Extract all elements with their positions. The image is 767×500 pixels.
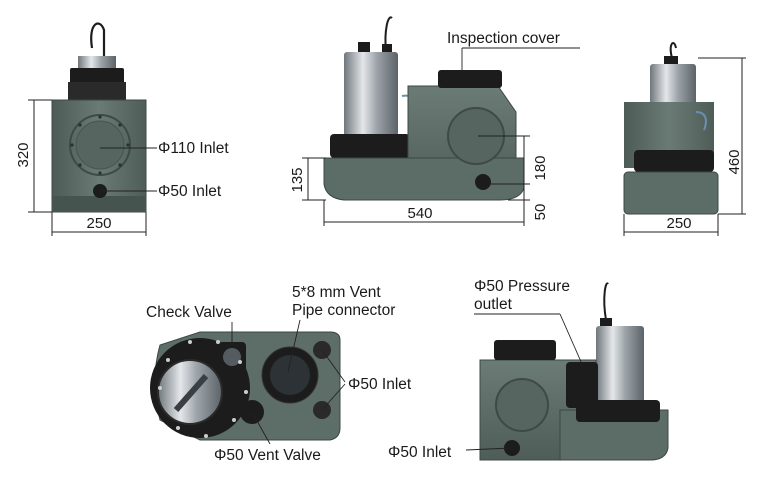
side-view: Inspection cover 135 540 180 50 <box>289 16 580 226</box>
front-view: 320 250 Φ110 Inlet Φ50 Inlet <box>15 22 229 236</box>
label-inlet-110: Φ110 Inlet <box>158 140 229 157</box>
motor-flange <box>634 150 714 172</box>
motor-flange <box>70 68 124 84</box>
inlet-110-ring <box>69 114 131 176</box>
dim-side-base-height: 135 <box>289 167 306 192</box>
label-inlet-50-top: Φ50 Inlet <box>348 376 412 393</box>
top-view: Check Valve 5*8 mm Vent Pipe connector Φ… <box>146 284 412 464</box>
pressure-outlet-pipe <box>566 362 598 408</box>
side-inlet-50 <box>475 174 491 190</box>
inspection-cover-iso <box>494 340 556 360</box>
motor-flange <box>576 400 660 422</box>
dim-front-width: 250 <box>86 215 111 232</box>
dim-side-length: 540 <box>407 205 432 222</box>
label-pressure-outlet-line1: Φ50 Pressure <box>474 278 570 295</box>
motor-flange <box>330 134 410 158</box>
dim-right-width: 250 <box>666 215 691 232</box>
label-vent-valve: Φ50 Vent Valve <box>214 447 321 464</box>
dim-front-height: 320 <box>15 142 32 167</box>
inlet-110 <box>75 120 125 170</box>
label-inspection-cover: Inspection cover <box>447 30 560 47</box>
dim-right-height: 460 <box>726 149 743 174</box>
motor-top <box>78 56 116 70</box>
motor-base <box>68 82 126 100</box>
dim-side-inlet-height: 180 <box>532 155 549 180</box>
label-vent-connector-line1: 5*8 mm Vent <box>292 284 381 301</box>
label-inlet-50-iso: Φ50 Inlet <box>388 444 452 461</box>
label-vent-connector-line2: Pipe connector <box>292 302 395 319</box>
right-view: 460 250 <box>623 42 746 236</box>
tank-base <box>323 157 525 201</box>
iso-view: Φ50 Pressure outlet Φ50 Inlet <box>388 278 669 461</box>
iso-side-inlet <box>495 378 549 432</box>
label-inlet-50-front: Φ50 Inlet <box>158 183 222 200</box>
tank-base <box>559 409 669 461</box>
tank-base <box>623 171 719 215</box>
cable <box>90 22 106 58</box>
motor <box>344 52 398 136</box>
inspection-cover <box>438 70 502 88</box>
label-check-valve: Check Valve <box>146 304 232 321</box>
tank-foot <box>52 196 146 212</box>
motor <box>596 326 644 414</box>
label-pressure-outlet-line2: outlet <box>474 296 513 313</box>
dim-side-inlet-low: 50 <box>532 204 549 221</box>
iso-inlet-50 <box>504 440 520 456</box>
